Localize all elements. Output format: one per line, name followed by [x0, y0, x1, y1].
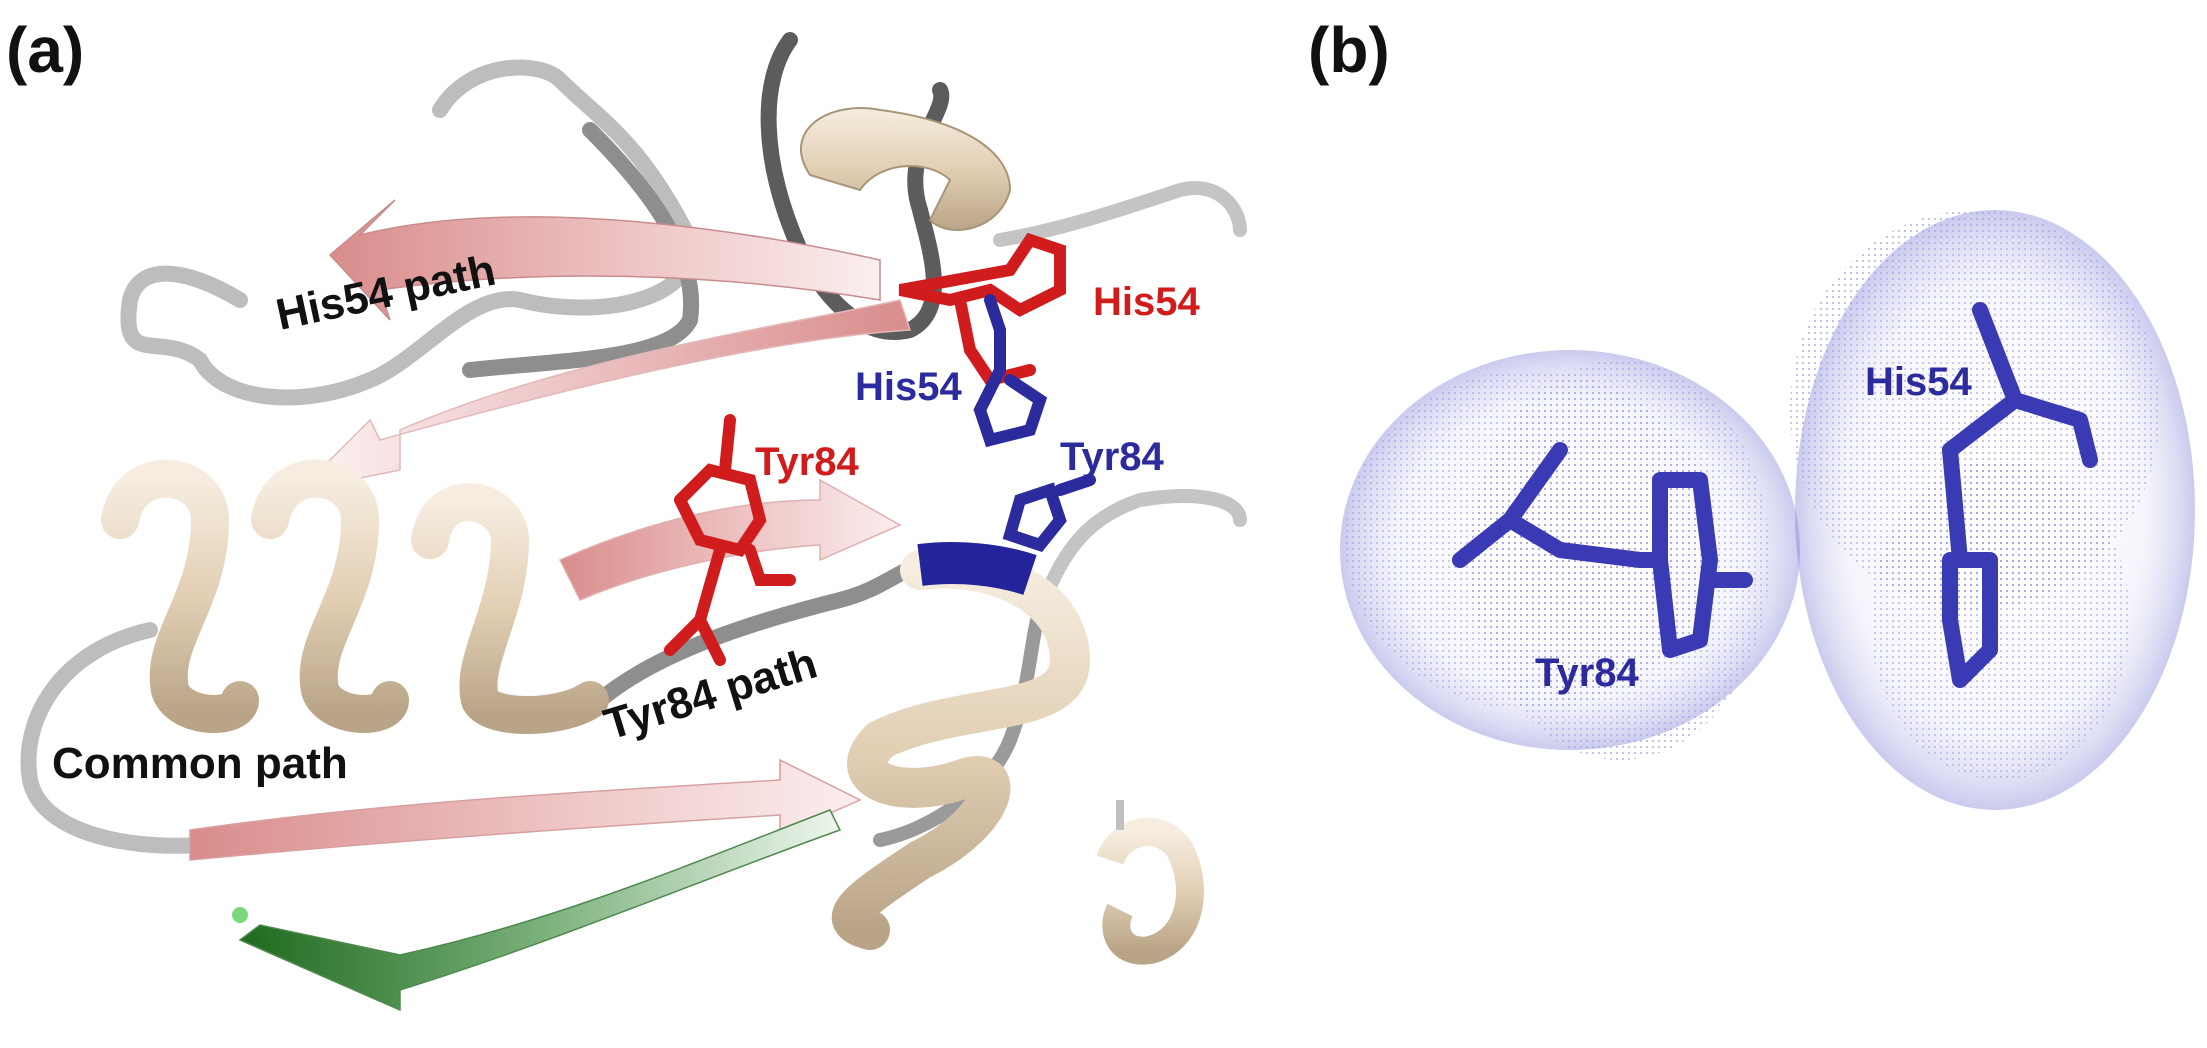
helix-common: [101, 459, 609, 734]
his54-stick: [1942, 302, 2098, 688]
tyr84-path-label: Tyr84 path: [599, 639, 823, 750]
common-path-label: Common path: [52, 739, 348, 788]
loop-right-mid: [1033, 489, 1247, 617]
strand-upper-arrow: [297, 299, 912, 492]
panel-b: (b) His54 Tyr84: [1308, 14, 2195, 810]
loop-right-top: [993, 181, 1247, 247]
loop-gray-his54: [462, 122, 700, 378]
tyr84-blue-label: Tyr84: [1060, 435, 1165, 479]
blue-segment: [917, 542, 1037, 596]
tyr84-red-label: Tyr84: [755, 440, 860, 484]
tyr84-blue-residue: [1002, 474, 1096, 553]
helix-right: [832, 542, 1091, 950]
his54-red-label: His54: [1093, 280, 1200, 324]
green-strand-end: [232, 907, 248, 923]
his54-label-b: His54: [1865, 360, 1972, 404]
his54-blue-residue: [973, 294, 1048, 448]
loop-bottom-right: [873, 603, 1047, 847]
tyr84-label-b: Tyr84: [1535, 651, 1640, 695]
his54-surface: [1790, 210, 2195, 810]
tyr84-red-residue: [664, 414, 796, 666]
strand-middle: [558, 478, 902, 601]
panel-a-letter: (a): [6, 14, 84, 86]
panel-b-letter: (b): [1308, 14, 1390, 86]
panel-a: (a) His54 path His54 His54 Tyr84 Tyr84 T…: [6, 14, 1247, 1012]
loop-left-upper: [120, 59, 699, 406]
his54-blue-label: His54: [855, 365, 962, 409]
strand-green: [238, 809, 842, 1012]
helix-fragment: [1096, 818, 1204, 965]
tyr84-stick: [1452, 442, 1753, 658]
loop-tyr84: [592, 557, 928, 708]
strand-his54: [328, 199, 881, 321]
helix-top: [800, 107, 1012, 231]
loop-common-left: [20, 622, 208, 854]
